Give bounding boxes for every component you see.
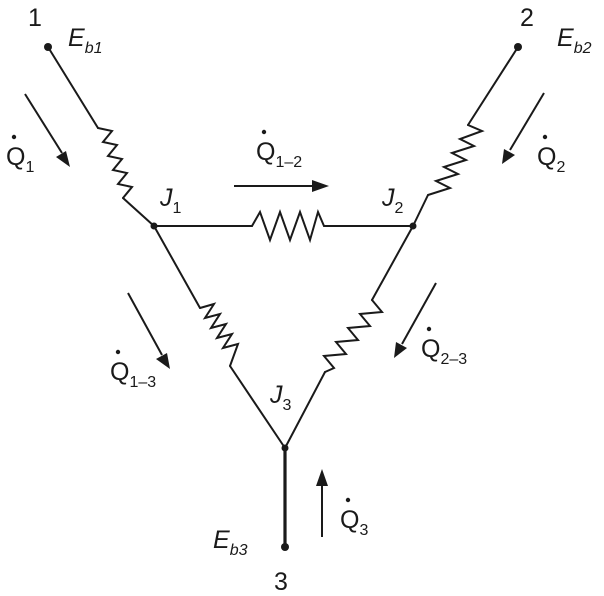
- svg-text:Q1: Q1: [6, 143, 34, 176]
- wire-23-upper: [371, 225, 414, 301]
- wire-2-upper: [467, 46, 519, 126]
- wire-2-lower: [412, 194, 429, 227]
- j1-label: J1: [159, 184, 182, 217]
- wire-1-upper: [47, 46, 99, 129]
- eb2-label: Eb2: [557, 24, 592, 57]
- node-1-label: 1: [28, 4, 42, 32]
- arrow-q2: [502, 92, 545, 164]
- q1-label: Q1: [6, 134, 34, 176]
- junction-j3-dot: [281, 444, 289, 452]
- eb1-label: Eb1: [68, 24, 102, 57]
- branch-2-j2: [412, 46, 519, 227]
- svg-text:Q2: Q2: [537, 143, 565, 176]
- node-2-label: 2: [520, 4, 534, 32]
- node-3-label: 3: [274, 568, 288, 596]
- junction-j1-dot: [150, 222, 158, 230]
- resistor-23: [322, 299, 384, 373]
- branch-j1-j2: [153, 209, 414, 244]
- junction-j2-dot: [409, 222, 417, 230]
- branch-j2-j3: [284, 225, 414, 449]
- q12-label: Q1–2: [256, 129, 302, 171]
- arrow-q13: [127, 292, 170, 369]
- branch-1-j1: [47, 46, 155, 227]
- svg-text:Q1–3: Q1–3: [110, 358, 156, 391]
- j2-label: J2: [381, 184, 404, 217]
- node-2-dot: [514, 43, 522, 51]
- q2-label: Q2: [537, 134, 565, 176]
- q3-label: Q3: [340, 497, 368, 539]
- node-1-dot: [44, 43, 52, 51]
- wire-23-lower: [284, 371, 326, 449]
- eb3-label: Eb3: [213, 526, 248, 559]
- resistor-2: [427, 124, 485, 196]
- branch-j1-j3: [153, 225, 286, 449]
- arrow-q12: [234, 180, 329, 192]
- svg-text:Q3: Q3: [340, 506, 368, 539]
- resistor-12: [251, 209, 325, 244]
- j3-label: J3: [269, 381, 292, 414]
- arrow-q23: [394, 282, 437, 358]
- resistor-13: [199, 302, 240, 367]
- resistor-1: [97, 127, 134, 199]
- svg-text:Q1–2: Q1–2: [256, 138, 302, 171]
- node-3-dot: [281, 543, 289, 551]
- q23-label: Q2–3: [421, 326, 467, 368]
- wire-13-lower: [229, 365, 286, 449]
- wire-13-upper: [153, 225, 201, 309]
- arrow-q1: [24, 93, 70, 167]
- q13-label: Q1–3: [110, 349, 156, 391]
- svg-text:Q2–3: Q2–3: [421, 335, 467, 368]
- wire-1-lower: [122, 197, 155, 227]
- arrow-q3: [316, 469, 328, 537]
